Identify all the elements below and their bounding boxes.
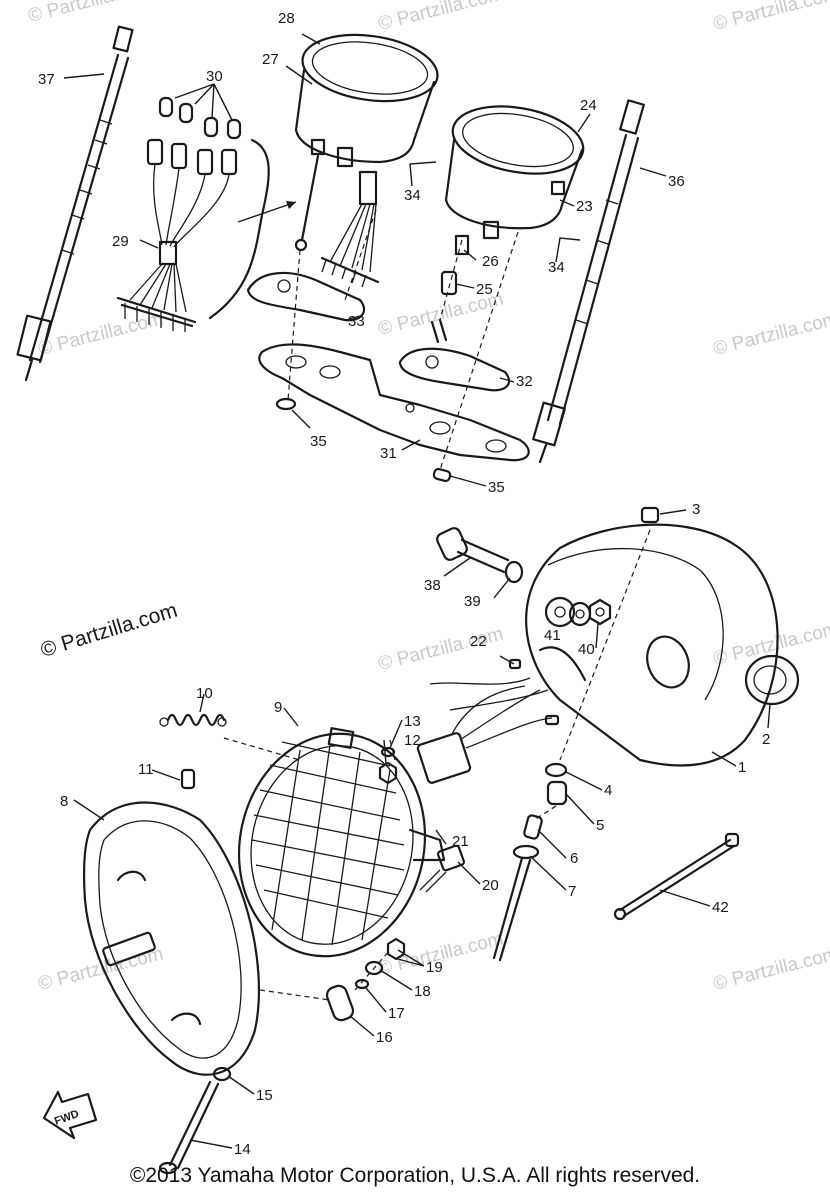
spacer-part-5 bbox=[546, 780, 568, 806]
callout-35b: 35 bbox=[488, 479, 505, 496]
watermark: © Partzilla.com bbox=[711, 619, 830, 670]
rod-part-42 bbox=[613, 832, 740, 921]
bolt-part-38 bbox=[436, 527, 510, 574]
collar-part-6 bbox=[523, 814, 543, 840]
callout-22: 22 bbox=[470, 633, 487, 650]
callout-12: 12 bbox=[404, 732, 421, 749]
washer-part-4 bbox=[544, 762, 568, 778]
callout-18: 18 bbox=[414, 983, 431, 1000]
callout-39: 39 bbox=[464, 593, 481, 610]
callout-11: 11 bbox=[138, 761, 154, 778]
screw-part-7 bbox=[492, 844, 540, 962]
nut-part-12 bbox=[378, 761, 398, 785]
watermark: © Partzilla.com bbox=[36, 944, 165, 995]
callout-24: 24 bbox=[580, 97, 597, 114]
callout-40: 40 bbox=[578, 641, 595, 658]
watermark: © Partzilla.com bbox=[711, 944, 830, 995]
callout-labels: 37 30 29 28 27 24 36 23 34 34 26 25 33 3… bbox=[38, 10, 770, 1158]
meter-part-27 bbox=[294, 33, 439, 288]
screw-part-14 bbox=[158, 1080, 220, 1175]
assembly-line bbox=[259, 949, 391, 1001]
watermark: © Partzilla.com bbox=[26, 0, 155, 27]
callout-25: 25 bbox=[476, 281, 493, 298]
callout-7: 7 bbox=[568, 883, 576, 900]
washer-part-17 bbox=[354, 978, 370, 990]
callout-34a: 34 bbox=[404, 187, 421, 204]
cable-part-37 bbox=[16, 25, 134, 382]
callout-19: 19 bbox=[426, 959, 443, 976]
meter-part-23 bbox=[430, 105, 585, 344]
watermark: © Partzilla.com bbox=[36, 309, 165, 360]
callout-21: 21 bbox=[452, 833, 469, 850]
washer-part-15 bbox=[212, 1066, 232, 1082]
callout-5: 5 bbox=[596, 817, 604, 834]
leader-lines bbox=[63, 33, 771, 1149]
callout-2: 2 bbox=[762, 731, 770, 748]
harness-part-29 bbox=[116, 138, 297, 332]
callout-35a: 35 bbox=[310, 433, 327, 450]
callout-42: 42 bbox=[712, 899, 729, 916]
cable-part-36 bbox=[532, 99, 645, 464]
screw-part-3 bbox=[640, 506, 660, 524]
callout-29: 29 bbox=[112, 233, 129, 250]
grommet-part-2 bbox=[744, 654, 800, 706]
callout-30: 30 bbox=[206, 68, 223, 85]
callout-36: 36 bbox=[668, 173, 685, 190]
callout-23: 23 bbox=[576, 198, 593, 215]
fwd-arrow-icon: FWD bbox=[42, 1090, 98, 1140]
watermark: © Partzilla.com bbox=[376, 0, 505, 35]
callout-26: 26 bbox=[482, 253, 499, 270]
washer-part-39 bbox=[504, 560, 524, 584]
copyright-footer: ©2013 Yamaha Motor Corporation, U.S.A. A… bbox=[129, 1164, 701, 1187]
shell-part-1 bbox=[525, 523, 779, 767]
watermark: © Partzilla.com bbox=[711, 0, 830, 35]
assembly-line bbox=[533, 529, 651, 821]
callout-15: 15 bbox=[256, 1087, 273, 1104]
screw-part-11 bbox=[180, 768, 196, 790]
callout-31: 31 bbox=[380, 445, 397, 462]
callout-4: 4 bbox=[604, 782, 612, 799]
callout-8: 8 bbox=[60, 793, 68, 810]
base-part-32 bbox=[398, 347, 511, 392]
nut-part-40 bbox=[588, 598, 612, 626]
socket-part-20 bbox=[419, 844, 466, 893]
grommet-part-35 bbox=[275, 397, 452, 483]
callout-14: 14 bbox=[234, 1141, 251, 1158]
callout-38: 38 bbox=[424, 577, 441, 594]
spacer-part-16 bbox=[325, 984, 355, 1022]
callout-13: 13 bbox=[404, 713, 421, 730]
callout-34b: 34 bbox=[548, 259, 565, 276]
callout-10: 10 bbox=[196, 685, 213, 702]
callout-16: 16 bbox=[376, 1029, 393, 1046]
connector-part-21 bbox=[416, 658, 560, 784]
washer-part-13 bbox=[380, 746, 396, 758]
callout-33: 33 bbox=[348, 313, 365, 330]
lens-part-9 bbox=[237, 727, 446, 958]
fwd-label: FWD bbox=[53, 1108, 81, 1128]
callout-41: 41 bbox=[544, 627, 561, 644]
assembly-line bbox=[223, 737, 396, 761]
spring-part-10 bbox=[159, 713, 227, 727]
callout-28: 28 bbox=[278, 10, 295, 27]
callout-32: 32 bbox=[516, 373, 533, 390]
bracket-part-31 bbox=[258, 343, 530, 462]
callout-3: 3 bbox=[692, 501, 700, 518]
callout-1: 1 bbox=[738, 759, 746, 776]
base-part-33 bbox=[246, 271, 366, 322]
callout-17: 17 bbox=[388, 1005, 405, 1022]
callout-27: 27 bbox=[262, 51, 279, 68]
washer-part-41 bbox=[568, 601, 592, 627]
watermark-layer: © Partzilla.com © Partzilla.com © Partzi… bbox=[26, 0, 830, 995]
callout-9: 9 bbox=[274, 699, 282, 716]
watermark: © Partzilla.com bbox=[711, 309, 830, 360]
rim-part-8 bbox=[82, 801, 261, 1076]
nut-part-18 bbox=[364, 960, 384, 976]
callout-37: 37 bbox=[38, 71, 55, 88]
callout-20: 20 bbox=[482, 877, 499, 894]
assembly-line bbox=[287, 209, 519, 471]
callout-6: 6 bbox=[570, 850, 578, 867]
